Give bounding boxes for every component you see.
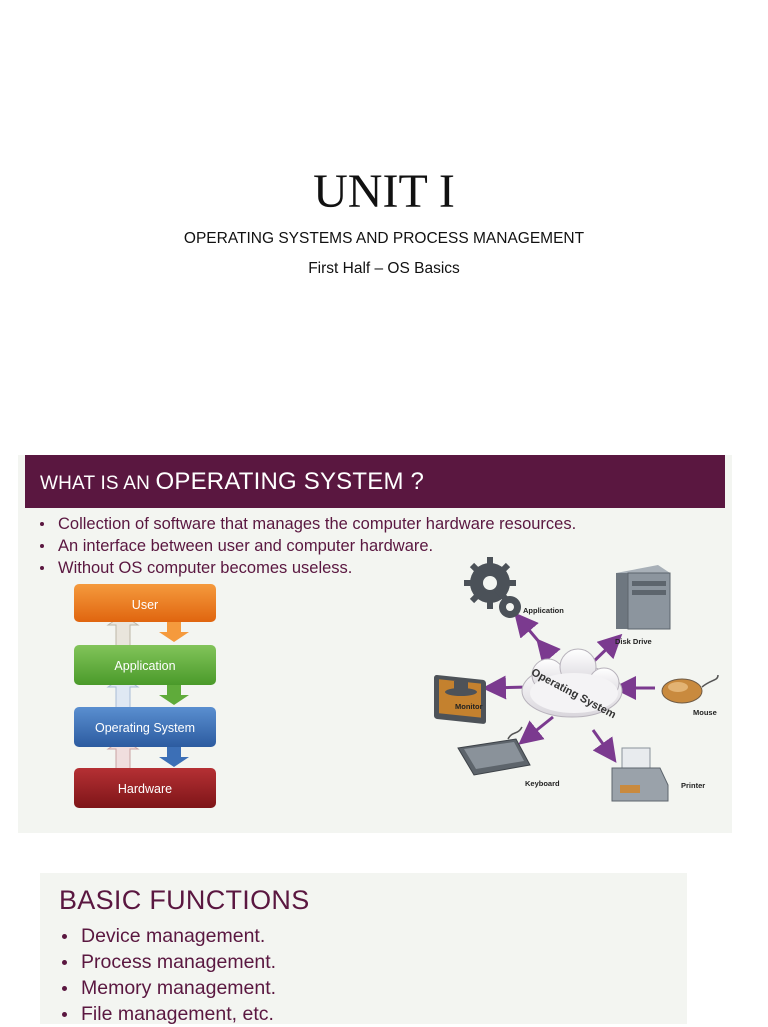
gear-icon — [464, 557, 521, 618]
bullet-item: Collection of software that manages the … — [36, 513, 576, 535]
device-label: Monitor — [455, 702, 483, 711]
definition-list: Collection of software that manages the … — [36, 513, 576, 579]
layer-application — [74, 645, 216, 685]
cloud-icon — [521, 648, 623, 718]
layer-user — [74, 584, 216, 622]
layer-hardware — [74, 768, 216, 808]
functions-list: Device management. Process management. M… — [59, 923, 276, 1027]
bullet-item: Without OS computer becomes useless. — [36, 557, 576, 579]
layer-stack-diagram: User Application Operating System Hardwa… — [74, 584, 216, 808]
layer-label: Application — [114, 659, 175, 673]
slide-banner: WHAT IS AN OPERATING SYSTEM ? — [25, 455, 725, 508]
bullet-item: Memory management. — [59, 975, 276, 1001]
disk-drive-icon — [616, 565, 671, 630]
layer-label: Operating System — [95, 721, 195, 735]
down-arrow-icon — [159, 615, 189, 767]
layer-label: Hardware — [118, 782, 172, 796]
page-subtitle: OPERATING SYSTEMS AND PROCESS MANAGEMENT — [183, 230, 585, 247]
device-label: Disk Drive — [615, 637, 652, 646]
layer-operating-system — [74, 707, 216, 747]
slide-heading: BASIC FUNCTIONS — [59, 885, 310, 915]
bullet-item: Device management. — [59, 923, 276, 949]
device-label: Application — [523, 606, 564, 615]
os-hub-diagram: Operating System Application Disk Drive — [434, 557, 719, 802]
slide-what-is-os: WHAT IS AN OPERATING SYSTEM ? Collection… — [18, 455, 732, 833]
page-title: UNIT I — [313, 165, 455, 218]
bullet-item: Process management. — [59, 949, 276, 975]
slide-title: WHAT IS AN OPERATING SYSTEM ? — [40, 468, 424, 496]
bullet-item: An interface between user and computer h… — [36, 535, 576, 557]
layer-label: User — [132, 598, 158, 612]
up-arrow-icon — [106, 614, 140, 773]
slide-title-prefix: WHAT IS AN — [40, 473, 156, 494]
printer-icon — [611, 747, 669, 802]
device-label: Printer — [681, 781, 705, 790]
monitor-icon — [434, 675, 486, 724]
device-label: Mouse — [693, 708, 717, 717]
section-label: First Half – OS Basics — [308, 260, 460, 277]
device-label: Keyboard — [525, 779, 560, 788]
slide-basic-functions: BASIC FUNCTIONS Device management. Proce… — [40, 873, 687, 1027]
keyboard-icon — [457, 726, 531, 776]
slide-title-main: OPERATING SYSTEM ? — [155, 468, 425, 495]
mouse-icon — [661, 674, 719, 704]
bullet-item: File management, etc. — [59, 1001, 276, 1027]
